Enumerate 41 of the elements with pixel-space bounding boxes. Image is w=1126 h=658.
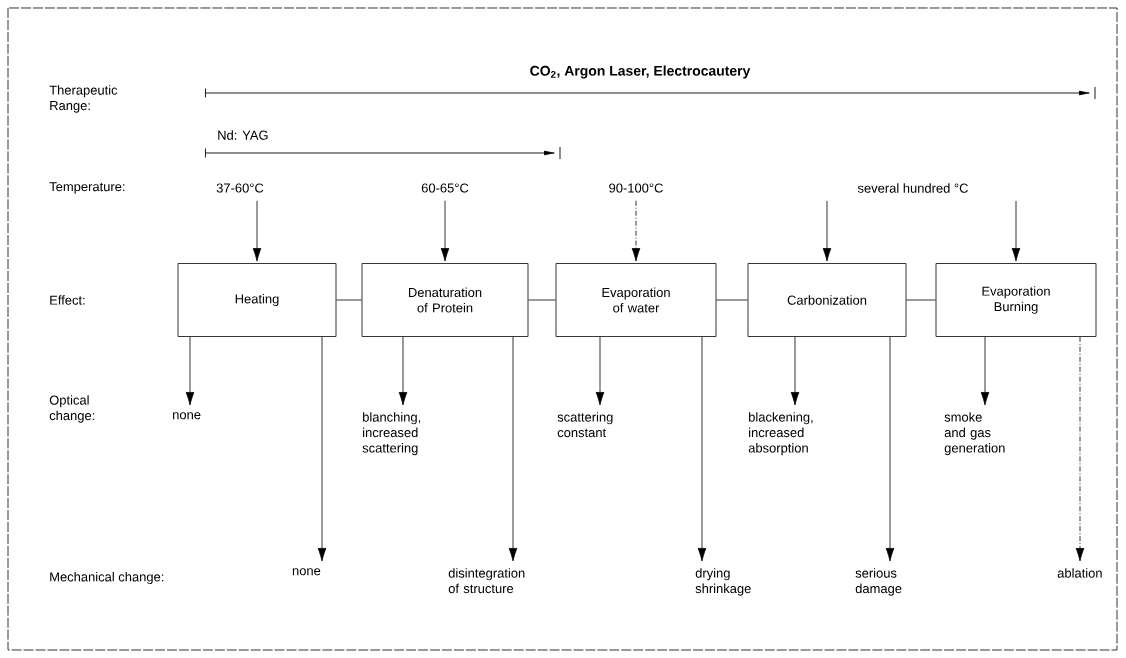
temperature-label: 60-65°C bbox=[421, 183, 469, 193]
arrow bbox=[1011, 200, 1021, 262]
mechanical-change-text: disintegration of structure bbox=[448, 568, 525, 594]
mechanical-change-text: none bbox=[292, 568, 321, 576]
optical-change-text: blackening, increased absorption bbox=[748, 412, 813, 456]
temperature-label: several hundred °C bbox=[857, 183, 968, 193]
process-box: Evaporation of water bbox=[555, 263, 717, 337]
process-box: Evaporation Burning bbox=[935, 263, 1097, 337]
arrow bbox=[790, 336, 800, 406]
side-label: Mechanical change: bbox=[50, 571, 164, 585]
side-label: Optical change: bbox=[49, 395, 95, 423]
arrow bbox=[252, 200, 262, 262]
arrow bbox=[631, 200, 641, 262]
arrow bbox=[508, 336, 518, 562]
optical-change-text: blanching, increased scattering bbox=[362, 412, 421, 456]
temperature-label: 37-60°C bbox=[216, 183, 264, 193]
side-label: Effect: bbox=[50, 295, 85, 305]
optical-change-text: smoke and gas generation bbox=[944, 412, 1005, 456]
arrow bbox=[980, 336, 990, 406]
arrow bbox=[185, 336, 195, 406]
mechanical-change-text: drying shrinkage bbox=[695, 568, 751, 596]
temperature-label: 90-100°C bbox=[609, 183, 663, 193]
process-box: Carbonization bbox=[747, 263, 907, 337]
optical-change-text: scattering constant bbox=[557, 412, 613, 438]
arrow bbox=[440, 200, 450, 262]
arrow bbox=[595, 336, 605, 406]
arrow bbox=[398, 336, 408, 406]
range-label: CO$_{2}$, Argon Laser, Electrocautery bbox=[530, 65, 751, 79]
side-label: Temperature: bbox=[49, 182, 125, 194]
optical-change-text: none bbox=[173, 412, 201, 420]
mechanical-change-text: ablation bbox=[1057, 568, 1102, 578]
arrow bbox=[885, 336, 895, 562]
arrow bbox=[697, 336, 707, 562]
arrow bbox=[317, 336, 327, 562]
process-box: Denaturation of Protein bbox=[361, 263, 529, 337]
process-box: Heating bbox=[177, 263, 337, 337]
arrow bbox=[1075, 336, 1085, 562]
mechanical-change-text: serious damage bbox=[855, 568, 902, 596]
range-label: Nd: YAG bbox=[218, 130, 268, 140]
arrow bbox=[822, 200, 832, 262]
side-label: Therapeutic Range: bbox=[49, 85, 118, 113]
